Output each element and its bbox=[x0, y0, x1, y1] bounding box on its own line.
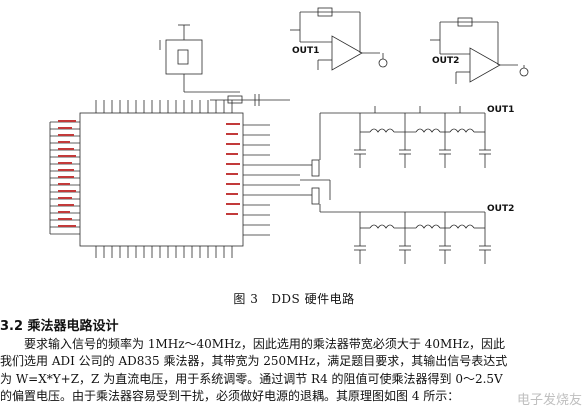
body-line: 我们选用 ADI 公司的 AD835 乘法器，其带宽为 250MHz，满足题目要… bbox=[0, 354, 508, 369]
section-heading: 3.2 乘法器电路设计 bbox=[0, 319, 119, 334]
crystal-oscillator bbox=[165, 39, 203, 75]
body-line: 的偏置电压。由于乘法器容易受到干扰，必须做好电源的退耦。其原理图如图 4 所示： bbox=[0, 389, 460, 404]
opamp-2 bbox=[430, 17, 529, 84]
out1-label-opamp: OUT1 bbox=[292, 46, 319, 56]
figure-caption-number: 图 3 bbox=[233, 292, 259, 306]
dds-hardware-schematic: OUT1 OUT2 OUT1 OUT2 bbox=[49, 7, 529, 264]
body-line: 为 W=X*Y+Z，Z 为直流电压，用于系统调零。通过调节 R4 的阻值可使乘法… bbox=[0, 371, 503, 386]
body-line: 要求输入信号的频率为 1MHz～40MHz，因此选用的乘法器带宽必须大于 40M… bbox=[24, 337, 506, 351]
out2-label-filter: OUT2 bbox=[487, 204, 514, 214]
lowpass-filter-1 bbox=[320, 106, 491, 168]
out1-label-filter: OUT1 bbox=[487, 105, 514, 115]
dds-chip bbox=[79, 112, 244, 247]
body-paragraph: 要求输入信号的频率为 1MHz～40MHz，因此选用的乘法器带宽必须大于 40M… bbox=[0, 336, 588, 406]
figure-caption: 图 3 DDS 硬件电路 bbox=[0, 290, 588, 307]
out2-label-opamp: OUT2 bbox=[432, 56, 459, 66]
watermark: 电子发烧友 bbox=[516, 393, 582, 408]
lowpass-filter-2 bbox=[320, 211, 491, 264]
opamp-1 bbox=[290, 7, 388, 71]
figure-caption-text: DDS 硬件电路 bbox=[271, 292, 355, 306]
